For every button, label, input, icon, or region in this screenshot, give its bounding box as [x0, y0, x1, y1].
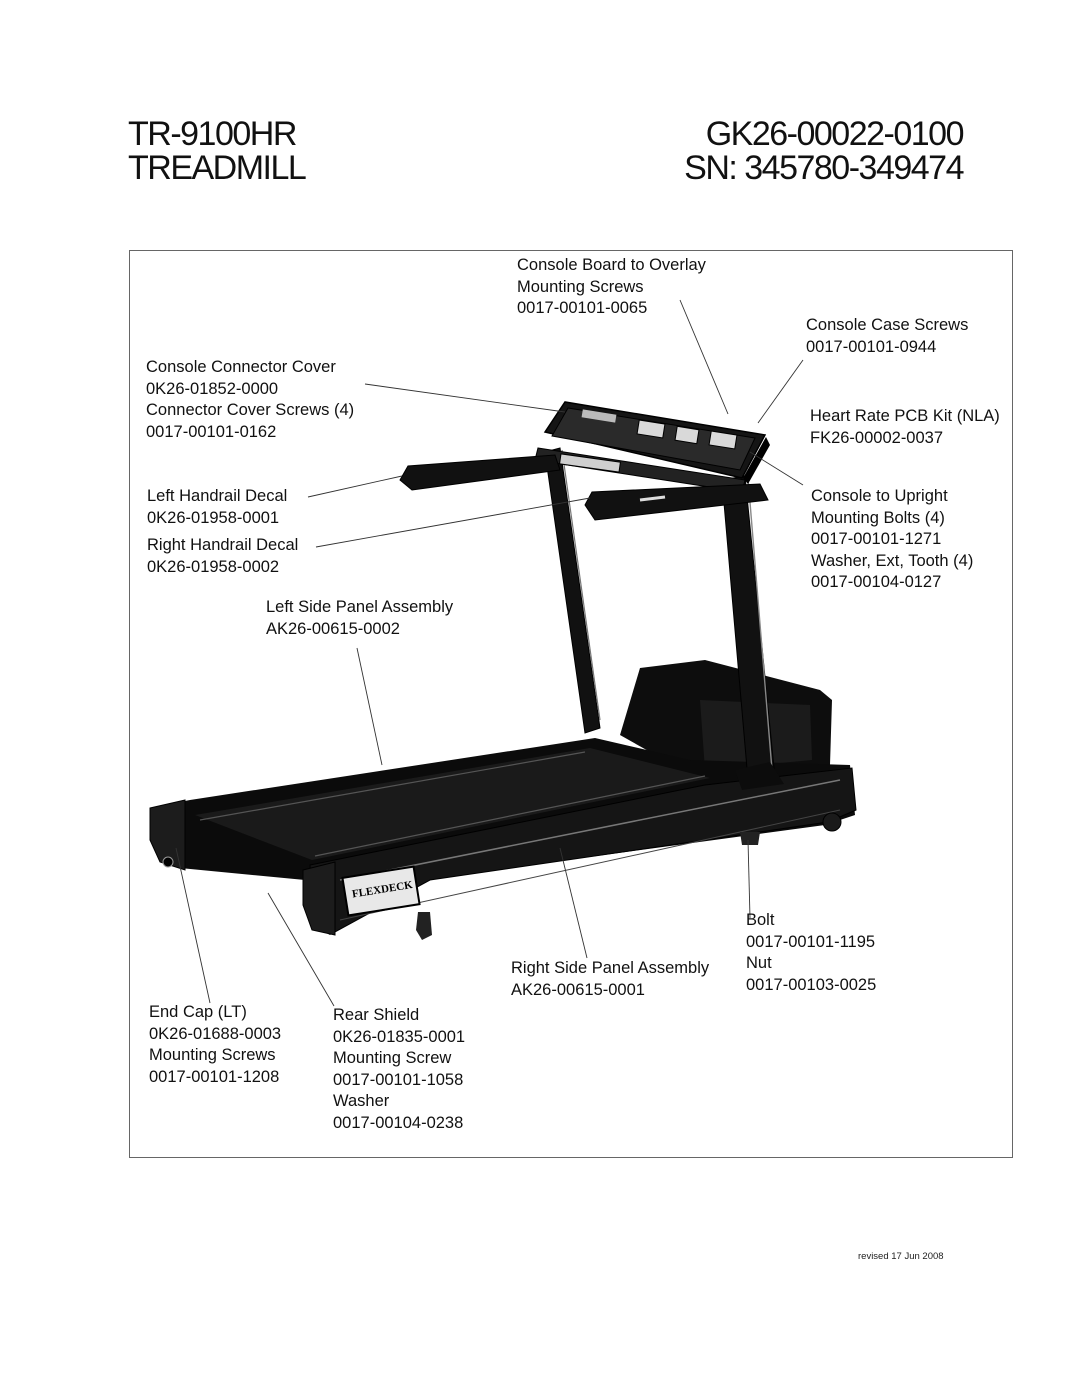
callout-part-number: 0K26-01958-0001: [147, 508, 280, 527]
callout-text: Bolt: [746, 911, 775, 929]
callout-text: Left Side Panel Assembly: [266, 598, 454, 616]
callout-part-number: 0017-00101-1195: [746, 932, 876, 951]
callout-text: Console Case Screws: [806, 316, 969, 334]
callout-end-cap: End Cap (LT) 0K26-01688-0003 Mounting Sc…: [149, 1002, 281, 1088]
callout-text: Mounting Screws: [517, 277, 644, 296]
callout-text: Console to Upright: [811, 487, 948, 505]
callout-text: Heart Rate PCB Kit (NLA): [810, 407, 1000, 425]
callout-part-number: FK26-00002-0037: [810, 428, 944, 447]
callout-bolt-nut: Bolt 0017-00101-1195 Nut 0017-00103-0025: [746, 910, 876, 996]
callout-part-number: 0017-00101-0065: [517, 299, 648, 317]
model-number: TR-9100HR: [128, 115, 297, 153]
left-handrail: [399, 454, 561, 491]
diagram-frame: [129, 250, 1013, 1158]
callout-text: End Cap (LT): [149, 1003, 247, 1021]
callout-left-panel: Left Side Panel Assembly AK26-00615-0002: [266, 597, 453, 640]
callout-part-number: 0017-00101-0162: [146, 422, 277, 441]
callout-text: Mounting Screws: [149, 1046, 276, 1064]
serial-range: SN: 345780-349474: [684, 149, 964, 187]
callout-part-number: 0017-00101-1058: [333, 1070, 464, 1089]
callout-text: Console Board to Overlay: [517, 256, 706, 274]
callout-part-number: 0017-00103-0025: [746, 975, 877, 994]
callout-text: Rear Shield: [333, 1006, 420, 1024]
callout-right-panel: Right Side Panel Assembly AK26-00615-000…: [511, 958, 709, 1001]
callout-leaders: [175, 299, 804, 1007]
callout-left-decal: Left Handrail Decal 0K26-01958-0001: [147, 486, 287, 529]
callout-part-number: 0017-00101-1271: [811, 530, 942, 548]
callout-part-number: 0K26-01835-0001: [333, 1027, 466, 1046]
callout-part-number: 0017-00104-0127: [811, 573, 942, 591]
right-handrail: [584, 483, 769, 521]
callout-text: Nut: [746, 954, 772, 972]
callout-part-number: 0017-00104-0238: [333, 1113, 464, 1132]
part-number: GK26-00022-0100: [705, 115, 965, 153]
callout-text: Connector Cover Screws (4): [146, 401, 355, 419]
running-belt: [195, 748, 710, 860]
callout-part-number: 0K26-01688-0003: [149, 1024, 282, 1043]
callout-rear-shield: Rear Shield 0K26-01835-0001 Mounting Scr…: [333, 1005, 465, 1134]
callout-text: Console Connector Cover: [146, 358, 336, 376]
callout-text: Left Handrail Decal: [147, 487, 288, 505]
callout-part-number: 0017-00101-0944: [806, 337, 937, 356]
end-cap-left: [149, 799, 186, 871]
callout-part-number: 0K26-01852-0000: [146, 379, 279, 398]
callout-part-number: 0K26-01958-0002: [147, 557, 280, 576]
revision-date: revised 17 Jun 2008: [858, 1251, 944, 1262]
callout-console-case: Console Case Screws 0017-00101-0944: [806, 315, 968, 358]
callout-console-upright: Console to Upright Mounting Bolts (4) 00…: [811, 486, 973, 594]
callout-text: Right Side Panel Assembly: [511, 959, 710, 977]
callout-right-decal: Right Handrail Decal 0K26-01958-0002: [147, 535, 298, 578]
callout-part-number: 0017-00101-1208: [149, 1067, 280, 1086]
callout-text: Mounting Bolts (4): [811, 508, 945, 527]
callout-part-number: AK26-00615-0002: [266, 619, 400, 638]
callout-connector-cover: Console Connector Cover 0K26-01852-0000 …: [146, 357, 354, 443]
callout-text: Mounting Screw: [333, 1049, 452, 1067]
left-upright: [544, 447, 601, 734]
product-name: TREADMILL: [128, 149, 307, 187]
callout-text: Washer, Ext, Tooth (4): [811, 551, 974, 570]
end-cap-right: [302, 861, 336, 936]
callout-text: Washer: [333, 1092, 390, 1110]
callout-heart-rate: Heart Rate PCB Kit (NLA) FK26-00002-0037: [810, 406, 1000, 449]
callout-console-overlay: Console Board to Overlay Mounting Screws…: [517, 255, 706, 320]
callout-part-number: AK26-00615-0001: [511, 980, 645, 999]
callout-text: Right Handrail Decal: [147, 536, 299, 554]
